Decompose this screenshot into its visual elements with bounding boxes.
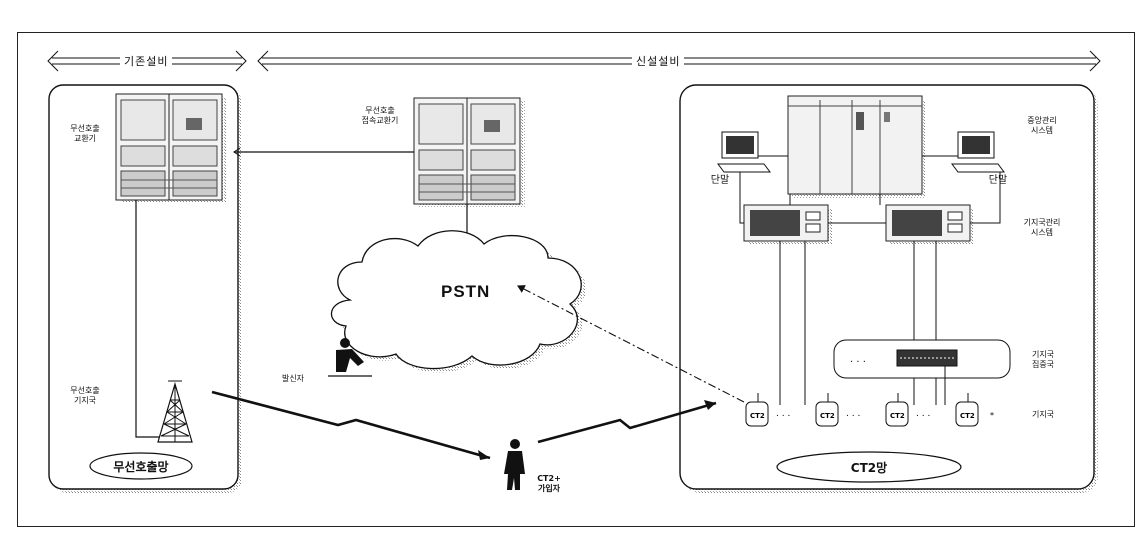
svg-text:*: *	[990, 411, 994, 420]
paging-exchange-label: 무선호출 교환기	[70, 124, 100, 143]
svg-text:CT2: CT2	[960, 412, 975, 420]
caller-person-icon	[328, 338, 372, 377]
gateway-exchange-label: 무선호출 접속교환기	[361, 106, 399, 125]
subscriber-label: CT2+ 가입자	[537, 474, 561, 493]
svg-text:. . .: . . .	[916, 409, 930, 419]
central-management-system-icon	[787, 95, 926, 198]
concentrator-label: 기지국 집중국	[1031, 350, 1055, 369]
svg-text:. . .: . . .	[846, 409, 860, 419]
pstn-cloud-icon	[330, 230, 587, 373]
ct2-base-stations: CT2 CT2 CT2 CT2 . . . . . . . . . *	[745, 393, 994, 427]
ct2-station-icon: CT2	[955, 393, 979, 427]
ct2-station-icon: CT2	[745, 393, 769, 427]
pstn-access-arrow	[517, 285, 745, 403]
terminal-left-label: 단말	[710, 175, 730, 186]
central-management-label: 중앙관리 시스템	[1027, 116, 1057, 135]
paging-network-oval	[89, 452, 193, 480]
base-stations-label: 기지국	[1031, 410, 1055, 419]
svg-text:CT2: CT2	[890, 412, 905, 420]
terminal-right-icon	[922, 131, 1005, 173]
wireless-link-right	[537, 401, 717, 444]
ct2-network-oval	[776, 451, 962, 483]
existing-facility-label: 기존설비	[120, 53, 173, 69]
paging-network-label: 무선호출망	[113, 460, 169, 474]
svg-text:CT2: CT2	[750, 412, 765, 420]
pstn-label: PSTN	[441, 282, 491, 301]
station-management-right-icon	[885, 204, 974, 245]
new-facility-label: 신설설비	[632, 53, 685, 69]
subscriber-person-icon	[504, 439, 525, 490]
station-management-label: 기지국관리 시스템	[1023, 218, 1061, 237]
wireless-link-left	[211, 390, 491, 460]
svg-text:. . .: . . .	[850, 354, 866, 365]
caller-label: 발신자	[281, 374, 305, 383]
paging-base-station-label: 무선호출 기지국	[70, 386, 100, 405]
ct2-station-icon: CT2	[815, 393, 839, 427]
svg-text:. . .: . . .	[776, 409, 790, 419]
terminal-left-icon	[717, 131, 788, 173]
ct2-network-label: CT2망	[850, 461, 888, 475]
antenna-tower-icon	[157, 380, 193, 443]
svg-text:CT2: CT2	[820, 412, 835, 420]
terminal-right-label: 단말	[988, 175, 1008, 186]
concentrator-hub-icon	[896, 349, 958, 367]
station-management-left-icon	[743, 204, 832, 245]
ct2-station-icon: CT2	[885, 393, 909, 427]
paging-exchange-server-icon	[115, 93, 227, 203]
diagram-frame	[17, 32, 1135, 527]
gateway-exchange-server-icon	[413, 97, 525, 207]
